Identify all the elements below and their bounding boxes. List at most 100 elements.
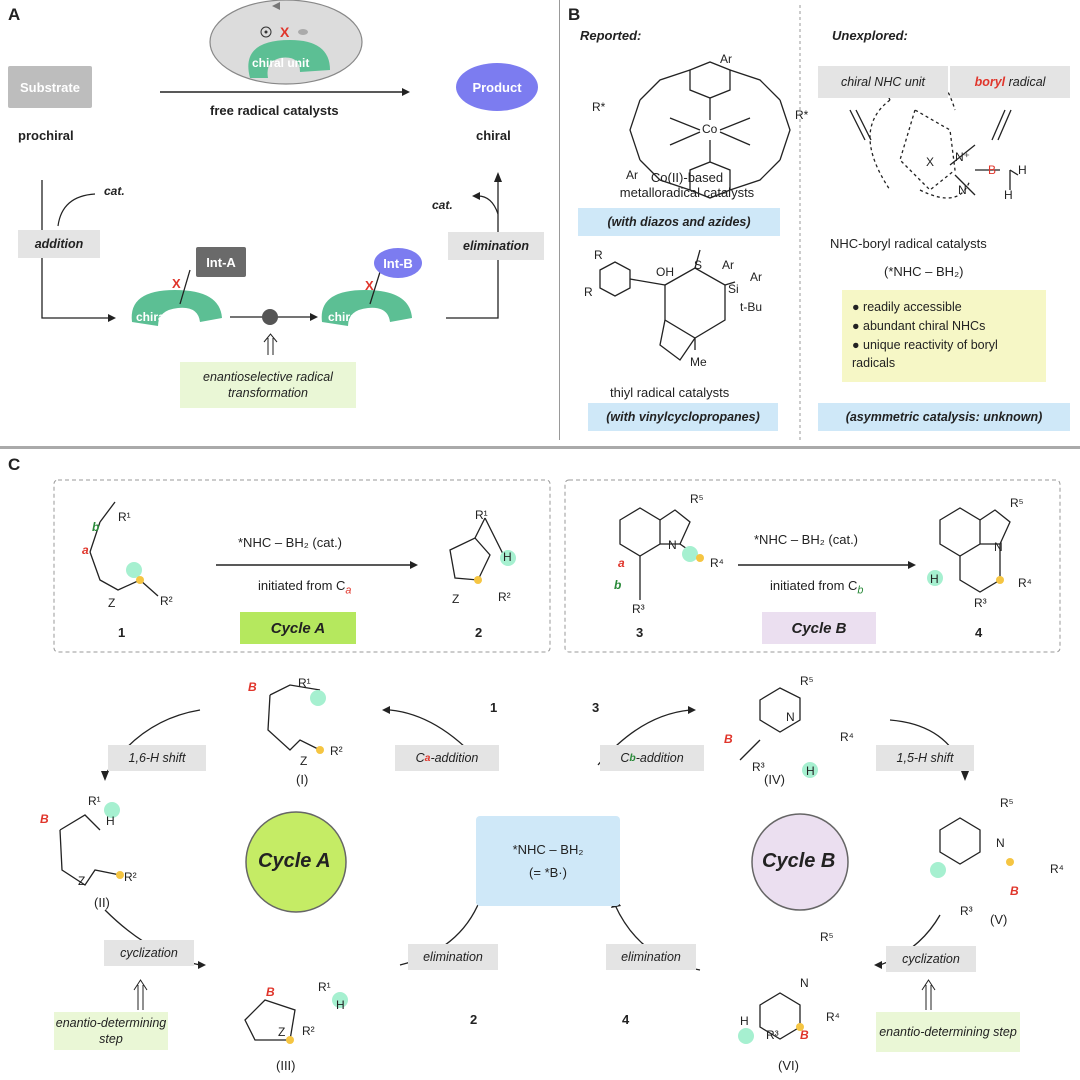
label-iv: (IV) (764, 772, 785, 787)
int-ii-r2: R² (124, 870, 137, 884)
unexplored-label: Unexplored: (832, 28, 908, 43)
int-vi-b: B (800, 1028, 809, 1042)
asym-box: (asymmetric catalysis: unknown) (818, 403, 1070, 431)
porphyrin-r-right: R* (795, 108, 809, 122)
cat-label-right: cat. (432, 198, 453, 212)
sub1-r1: R¹ (118, 510, 131, 524)
nhc-boryl-label: NHC-boryl radical catalysts (830, 236, 987, 251)
int-a-x: X (172, 276, 181, 291)
with-diazos-box: (with diazos and azides) (578, 208, 780, 236)
product-2-out: 2 (470, 1012, 478, 1027)
int-ii-z: Z (78, 874, 86, 888)
sub3-n: N (668, 538, 677, 552)
int-iv-h: H (806, 764, 815, 778)
int-vi-r5: R⁵ (820, 930, 834, 944)
int-iv-b: B (724, 732, 733, 746)
substrate-box: Substrate (8, 66, 92, 108)
int-vi-h: H (740, 1014, 749, 1028)
prod4-r4: R⁴ (1018, 576, 1032, 590)
cycle-a-circle-label: Cycle A (258, 850, 331, 872)
thiyl-tbu: t-Bu (740, 300, 763, 314)
nhc-x: X (926, 155, 935, 169)
int-iii-z: Z (278, 1025, 286, 1039)
int-iv-r4: R⁴ (840, 730, 854, 744)
center-catalyst-box: *NHC – BH₂ (= *B·) (476, 816, 620, 906)
addition-label: addition (18, 230, 100, 258)
center-formula: *NHC – BH₂ (512, 841, 584, 857)
label-vi: (VI) (778, 1058, 799, 1073)
bullet-3: ● unique reactivity of boryl radicals (852, 337, 998, 371)
cycle-b-label-box: Cycle B (762, 612, 876, 644)
nhc-h2: H (1004, 188, 1013, 202)
sub3-b: b (614, 578, 622, 592)
thiyl-r1: R (594, 248, 603, 262)
free-radical-label: free radical catalysts (210, 103, 339, 118)
label-i: (I) (296, 772, 309, 787)
h16-shift-label: 1,6-H shift (108, 745, 206, 771)
compound-2: 2 (475, 625, 483, 640)
nhc-b: B (988, 163, 997, 177)
panel-b-structures (599, 5, 1019, 440)
label-v: (V) (990, 912, 1008, 927)
thiyl-oh: OH (656, 265, 674, 279)
center-equiv: (= *B·) (529, 865, 567, 880)
thiyl-label: thiyl radical catalysts (610, 385, 730, 400)
with-vinyl-box: (with vinylcyclopropanes) (588, 403, 778, 431)
compound-4: 4 (975, 625, 983, 640)
int-ii-r1: R¹ (88, 794, 101, 808)
thiyl-si: Si (728, 282, 739, 296)
int-iii-h: H (336, 998, 345, 1012)
int-v-r4: R⁴ (1050, 862, 1064, 876)
int-a-box: Int-A (196, 247, 246, 277)
x-in-catalyst: X (280, 24, 290, 40)
panel-divider (0, 446, 1080, 449)
nhc-n2: N (958, 183, 967, 197)
int-b-x: X (365, 278, 374, 293)
panel-a-graphics (41, 0, 560, 440)
int-i-z: Z (300, 754, 308, 768)
cyclization-label-b: cyclization (886, 946, 976, 972)
int-iii-r2: R² (302, 1024, 315, 1038)
int-a-chiral-unit: chiral unit (136, 310, 194, 324)
boryl-word: boryl (974, 75, 1006, 89)
compound-1: 1 (118, 625, 126, 640)
thiyl-me: Me (690, 355, 707, 369)
int-v-r5: R⁵ (1000, 796, 1014, 810)
initiated-b: initiated from Cb (770, 578, 864, 597)
int-b-chiral-unit: chiral unit (328, 310, 386, 324)
chiral-unit-label: chiral unit (252, 56, 310, 70)
prod2-h: H (503, 550, 512, 564)
sub1-a: a (82, 543, 89, 557)
boryl-radical-box: boryl radical (950, 66, 1070, 98)
chiral-nhc-unit-box: chiral NHC unit (818, 66, 948, 98)
thiyl-r2: R (584, 285, 593, 299)
prod2-r2: R² (498, 590, 511, 604)
prod4-r3: R³ (974, 596, 987, 610)
sub3-r4: R⁴ (710, 556, 724, 570)
product-4-out: 4 (622, 1012, 630, 1027)
sub1-r2: R² (160, 594, 173, 608)
prod4-h: H (930, 572, 939, 586)
co-catalyst-label: Co(II)-based metalloradical catalysts (619, 170, 755, 200)
int-ii-b: B (40, 812, 49, 826)
prochiral-label: prochiral (18, 128, 74, 143)
cat-label-left: cat. (104, 184, 125, 198)
int-v-r3: R³ (960, 904, 973, 918)
nhc-n1: N⁺ (955, 150, 970, 164)
label-iii: (III) (276, 1058, 296, 1073)
int-vi-n: N (800, 976, 809, 990)
sub1-b: b (92, 520, 100, 534)
enantio-det-a: enantio-determining step (54, 1012, 168, 1050)
enantioselective-box: enantioselective radical transformation (180, 362, 356, 408)
elimination-label-b: elimination (606, 944, 696, 970)
features-box: ● readily accessible ● abundant chiral N… (842, 290, 1046, 382)
radical-word: radical (1008, 75, 1046, 89)
int-iv-n: N (786, 710, 795, 724)
porphyrin-ar-bottom: Ar (626, 168, 638, 182)
chiral-label: chiral (476, 128, 511, 143)
porphyrin-ar-top: Ar (720, 52, 732, 66)
prod2-z: Z (452, 592, 460, 606)
reported-label: Reported: (580, 28, 642, 43)
